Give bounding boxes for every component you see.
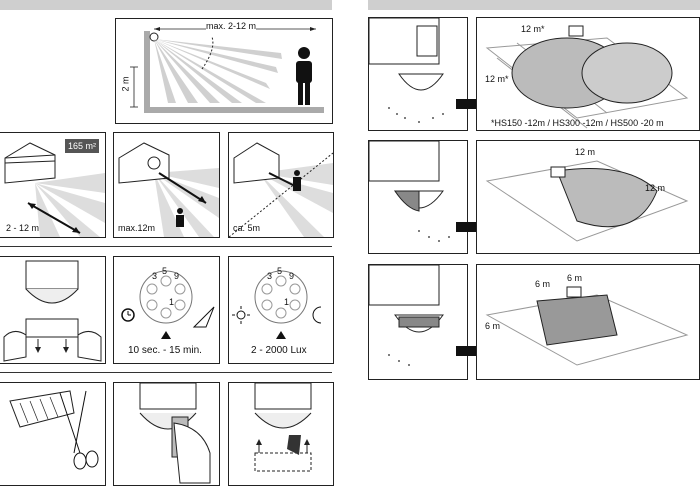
coverage-panel-front: 165 m² 2 - 12 m [0,132,106,238]
cover-refit-panel [228,382,334,486]
range-front-label: 2 - 12 m [6,223,40,233]
pattern-width-label: 12 m [575,147,596,157]
dial-digit: 9 [174,271,180,281]
coverage-panel-walk: max.12m [113,132,220,238]
pattern-depth-label: 6 m [485,321,501,331]
model-note: *HS150 -12m / HS300 -12m / HS500 -20 m [491,118,664,128]
lens-mask-panel [113,382,220,486]
detector-closeup-2 [368,140,468,254]
house-icon [233,142,280,184]
pattern-half: 12 m 12 m [476,140,700,254]
dial-digit: 5 [162,266,168,276]
cover-removal-panel [0,256,106,364]
header-bar-left [0,0,332,10]
house-icon [4,142,56,184]
house-icon [118,142,170,184]
dial-digit: 1 [284,297,290,307]
dial-digit: 5 [277,266,283,276]
person-icon [293,170,301,191]
person-icon [296,47,312,105]
dial-digit: 1 [169,297,175,307]
pattern-depth-label: 12 m* [485,74,509,84]
divider-2 [0,372,332,373]
pattern-narrow: 6 m 6 m 6 m [476,264,700,380]
coverage-panel-close: ca. 5m [228,132,334,238]
pattern-width-label: 6 m [535,279,551,289]
ramp-icon [192,306,215,328]
scissors-icon [59,390,99,470]
dial-digit: 9 [289,271,295,281]
height-label: 2 m [120,76,131,92]
clock-icon [121,308,135,322]
dial-digit: 3 [267,271,273,281]
lux-setting-label: 2 - 2000 Lux [251,345,307,356]
sun-icon [232,306,250,324]
pattern-width-label: 12 m* [521,24,545,34]
moon-icon [312,306,322,324]
time-setting-label: 10 sec. - 15 min. [128,345,202,356]
area-badge: 165 m² [64,139,99,153]
range-walk-label: max.12m [118,223,156,233]
divider-1 [0,246,332,247]
pattern-width-label: 6 m [567,273,583,283]
pattern-depth-label: 12 m [645,183,666,193]
header-bar-right [368,0,700,10]
room-svg [130,27,324,113]
range-room-diagram: max. 2-12 m 2 m [115,18,333,124]
detector-closeup-3 [368,264,468,380]
pattern-full: 12 m* 12 m* *HS150 -12m / HS300 -12m / H… [476,17,700,131]
dial-digit: 3 [152,271,158,281]
detector-closeup-1 [368,17,468,131]
range-close-label: ca. 5m [233,223,261,233]
detector-icon [149,32,159,42]
lux-dial-panel: 5 9 3 1 2 - 2000 Lux [228,256,334,364]
person-icon [176,208,184,227]
scissors-panel [0,382,106,486]
time-dial-panel: 5 9 3 1 10 sec. - 15 min. [113,256,220,364]
max-range-label: max. 2-12 m [206,21,257,31]
